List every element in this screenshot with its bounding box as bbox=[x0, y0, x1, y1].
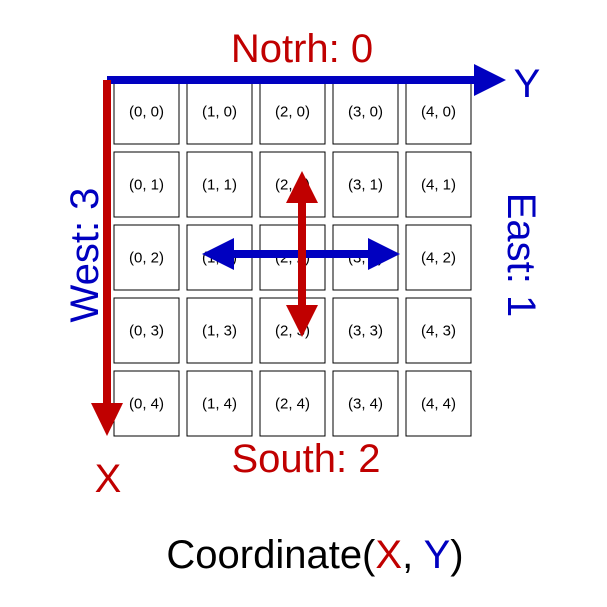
grid-cell: (2, 0) bbox=[259, 78, 326, 145]
grid-cell: (1, 3) bbox=[186, 297, 253, 364]
grid-cell: (0, 2) bbox=[113, 224, 180, 291]
grid-cell: (2, 4) bbox=[259, 370, 326, 437]
x-axis-arrow bbox=[91, 80, 123, 436]
grid-cell-label: (1, 0) bbox=[202, 104, 237, 121]
grid-cell: (4, 2) bbox=[405, 224, 472, 291]
grid-cell-box bbox=[113, 151, 180, 218]
grid-cell: (3, 0) bbox=[332, 78, 399, 145]
grid-cell-label: (0, 4) bbox=[129, 396, 164, 413]
grid-cell-box bbox=[405, 297, 472, 364]
grid-cell-label: (3, 3) bbox=[348, 323, 383, 340]
grid-cell: (3, 4) bbox=[332, 370, 399, 437]
grid-cell-box bbox=[113, 78, 180, 145]
caption-sep: , bbox=[402, 533, 424, 577]
grid-cell: (3, 3) bbox=[332, 297, 399, 364]
grid-cell-label: (4, 1) bbox=[421, 177, 456, 194]
grid-cell-box bbox=[259, 370, 326, 437]
grid-cell-label: (2, 4) bbox=[275, 396, 310, 413]
coordinate-caption: Coordinate(X, Y) bbox=[166, 533, 463, 577]
caption-prefix: Coordinate( bbox=[166, 533, 376, 577]
grid-cell-label: (0, 2) bbox=[129, 250, 164, 267]
caption-y: Y bbox=[424, 533, 451, 577]
grid-cell: (0, 0) bbox=[113, 78, 180, 145]
grid-cell-box bbox=[113, 224, 180, 291]
grid-cell-box bbox=[405, 370, 472, 437]
grid-cell-box bbox=[186, 151, 253, 218]
grid-cell-label: (1, 1) bbox=[202, 177, 237, 194]
south-label: South: 2 bbox=[231, 437, 380, 481]
west-label: West: 3 bbox=[63, 188, 107, 323]
grid-cell: (1, 1) bbox=[186, 151, 253, 218]
grid-cell-label: (1, 3) bbox=[202, 323, 237, 340]
grid-cell-label: (3, 4) bbox=[348, 396, 383, 413]
grid-cell-box bbox=[332, 151, 399, 218]
grid-cell: (2, 1) bbox=[259, 151, 326, 218]
grid-cell-label: (3, 0) bbox=[348, 104, 383, 121]
grid-cell: (3, 1) bbox=[332, 151, 399, 218]
grid-cell-box bbox=[405, 78, 472, 145]
grid-cell-box bbox=[186, 370, 253, 437]
grid-cell: (1, 4) bbox=[186, 370, 253, 437]
grid-cell-box bbox=[113, 297, 180, 364]
y-axis-label: Y bbox=[514, 62, 541, 106]
grid-cell-box bbox=[186, 78, 253, 145]
grid-cell-box bbox=[405, 151, 472, 218]
east-label: East: 1 bbox=[499, 193, 543, 318]
y-axis-arrow bbox=[107, 64, 506, 96]
grid-cell: (4, 1) bbox=[405, 151, 472, 218]
grid-cell-label: (1, 4) bbox=[202, 396, 237, 413]
grid-cell: (4, 4) bbox=[405, 370, 472, 437]
caption-x: X bbox=[375, 533, 402, 577]
north-south-double-arrow bbox=[286, 171, 318, 337]
grid-cell: (0, 3) bbox=[113, 297, 180, 364]
north-label: Notrh: 0 bbox=[231, 27, 373, 71]
grid-cell-box bbox=[405, 224, 472, 291]
x-axis-label: X bbox=[95, 457, 122, 501]
grid-cell-box bbox=[332, 370, 399, 437]
grid-cell-label: (0, 3) bbox=[129, 323, 164, 340]
grid-cell: (4, 0) bbox=[405, 78, 472, 145]
grid-cell-label: (0, 1) bbox=[129, 177, 164, 194]
grid-cell: (4, 3) bbox=[405, 297, 472, 364]
grid-cell-label: (4, 0) bbox=[421, 104, 456, 121]
grid-cell-label: (4, 3) bbox=[421, 323, 456, 340]
grid-cell-box bbox=[259, 78, 326, 145]
caption-suffix: ) bbox=[450, 533, 463, 577]
grid-cell-label: (4, 4) bbox=[421, 396, 456, 413]
grid-cell-box bbox=[332, 297, 399, 364]
grid-cell-box bbox=[186, 297, 253, 364]
grid-cell-label: (4, 2) bbox=[421, 250, 456, 267]
grid-cell-box bbox=[259, 151, 326, 218]
grid-cell-label: (0, 0) bbox=[129, 104, 164, 121]
grid-cell-label: (3, 1) bbox=[348, 177, 383, 194]
grid-cell-label: (2, 0) bbox=[275, 104, 310, 121]
grid-cell: (0, 1) bbox=[113, 151, 180, 218]
grid-cell: (0, 4) bbox=[113, 370, 180, 437]
grid-cell: (1, 0) bbox=[186, 78, 253, 145]
